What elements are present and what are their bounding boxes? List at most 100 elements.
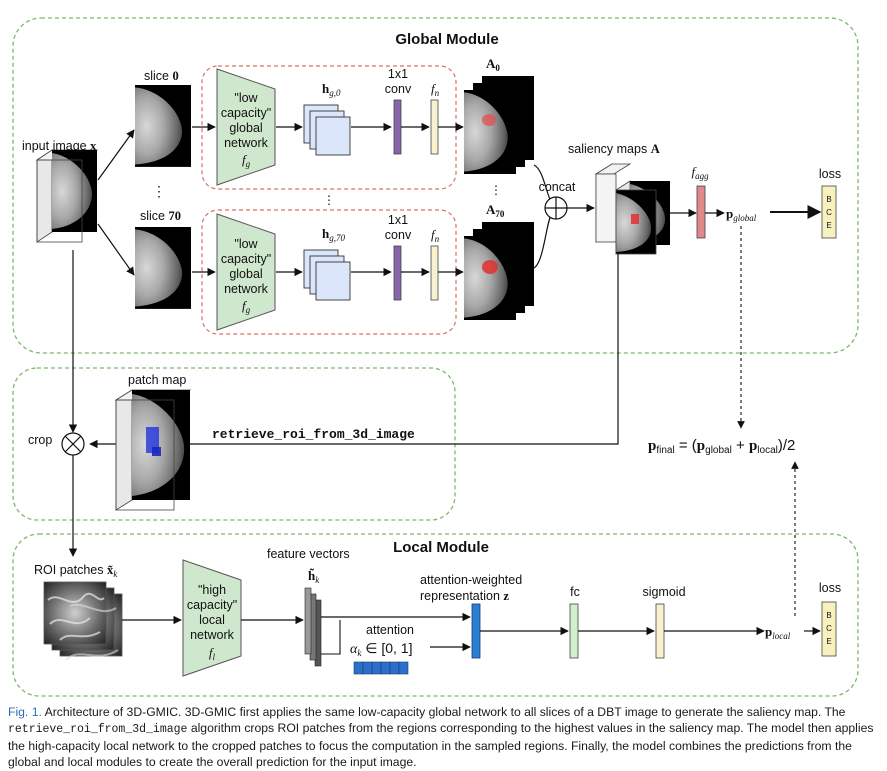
concat-label: concat	[539, 180, 576, 194]
slice70-label: slice 70	[140, 209, 181, 223]
caption-fig-number: Fig. 1.	[8, 705, 42, 719]
alpha-label: αk ∈ [0, 1]	[350, 640, 412, 658]
architecture-diagram: Global Module Local Module input image x…	[12, 17, 859, 697]
saliency-a0	[464, 76, 534, 174]
attention-weights	[353, 661, 409, 675]
concat-symbol	[544, 196, 568, 220]
local-module-title: Local Module	[393, 539, 489, 556]
pglobal-label: pglobal	[726, 206, 757, 223]
crop-symbol	[61, 432, 85, 456]
fn0-block	[430, 99, 439, 155]
z-block	[471, 603, 481, 659]
slice70-image	[135, 227, 191, 309]
svg-text:network: network	[224, 136, 269, 150]
arrow-saliency-crop	[89, 254, 619, 449]
svg-text:global: global	[229, 267, 262, 281]
patch-map-volume	[114, 389, 192, 511]
global-module-frame	[12, 17, 859, 354]
conv0-block	[393, 99, 402, 155]
fc-block	[569, 603, 579, 659]
plocal-label: plocal	[765, 624, 791, 641]
svg-text:"low: "low	[234, 91, 258, 105]
caption-text-2: algorithm crops ROI patches from the reg…	[8, 721, 874, 769]
svg-text:C: C	[826, 624, 832, 633]
conv0-label-bot: conv	[385, 82, 412, 96]
patch-map-label: patch map	[128, 373, 186, 387]
input-volume	[35, 149, 99, 243]
conv0-label-top: 1x1	[388, 67, 408, 81]
conv70-label-top: 1x1	[388, 213, 408, 227]
svg-text:"high: "high	[198, 583, 226, 597]
loss1-label: loss	[819, 167, 841, 181]
caption-text-1: Architecture of 3D-GMIC. 3D-GMIC first a…	[41, 705, 846, 719]
line-a70-concat	[533, 212, 553, 269]
fagg-block	[696, 185, 706, 239]
fc-label: fc	[570, 585, 580, 599]
saliency-stack	[594, 163, 670, 255]
fn70-label: fn	[431, 227, 440, 244]
bce1-block	[821, 185, 837, 239]
hg70-label: hg,70	[322, 226, 345, 243]
global-module-title: Global Module	[395, 31, 498, 48]
slice0-label: slice 0	[144, 69, 179, 83]
svg-text:fg: fg	[242, 298, 251, 315]
retrieve-function-label: retrieve_roi_from_3d_image	[212, 427, 415, 442]
roi-label: ROI patches x̃k	[34, 563, 118, 579]
maps-ellipsis: ⋮	[323, 193, 335, 207]
arrow-input-slice70	[97, 223, 135, 276]
svg-text:network: network	[224, 282, 269, 296]
svg-text:capacity": capacity"	[221, 106, 271, 120]
caption-code: retrieve_roi_from_3d_image	[8, 723, 188, 736]
arrow-input-slice0	[97, 129, 135, 181]
figure-caption: Fig. 1. Architecture of 3D-GMIC. 3D-GMIC…	[8, 704, 878, 770]
svg-text:fl: fl	[209, 645, 216, 662]
feature-maps-70	[303, 249, 351, 301]
conv70-block	[393, 245, 402, 301]
global-network-0: "low capacity" global network fg	[216, 68, 276, 186]
svg-text:capacity": capacity"	[221, 252, 271, 266]
feature-vectors-label: feature vectors	[267, 547, 350, 561]
svg-text:E: E	[826, 221, 831, 230]
slice0-image	[135, 85, 191, 167]
pfinal-equation: pfinal = (pglobal + plocal)/2	[648, 437, 795, 456]
loss2-label: loss	[819, 581, 841, 595]
svg-text:local: local	[199, 613, 225, 627]
svg-text:E: E	[826, 637, 831, 646]
feature-maps-0	[303, 104, 351, 156]
crop-label: crop	[28, 433, 52, 447]
conv70-label-bot: conv	[385, 228, 412, 242]
attention-label: attention	[366, 623, 414, 637]
a70-label: A70	[486, 202, 505, 219]
sigmoid-block	[655, 603, 665, 659]
roi-patches	[43, 581, 123, 661]
fn70-block	[430, 245, 439, 301]
global-network-70: "low capacity" global network fg	[216, 213, 276, 331]
bce2-block	[821, 601, 837, 657]
line-features-attention	[321, 620, 341, 655]
fn0-label: fn	[431, 81, 440, 98]
saliency-a70	[464, 222, 534, 320]
svg-text:C: C	[826, 208, 832, 217]
svg-text:capacity": capacity"	[187, 598, 237, 612]
input-image-label: input image x	[22, 139, 97, 153]
a0-label: A0	[486, 56, 500, 73]
amaps-ellipsis: ⋮	[490, 183, 502, 197]
attn-weighted-label-2: representation z	[420, 589, 509, 603]
hk-label: h̃k	[308, 568, 320, 585]
svg-text:global: global	[229, 121, 262, 135]
svg-text:B: B	[826, 611, 831, 620]
local-module-frame	[12, 533, 859, 697]
feature-vector-stack	[304, 587, 322, 667]
svg-text:B: B	[826, 195, 831, 204]
sigmoid-label: sigmoid	[642, 585, 685, 599]
saliency-label: saliency maps A	[568, 142, 660, 156]
hg0-label: hg,0	[322, 81, 341, 98]
fagg-label: fagg	[691, 164, 709, 181]
svg-text:fg: fg	[242, 152, 251, 169]
slices-ellipsis: ⋮	[152, 183, 166, 199]
local-network: "high capacity" local network fl	[182, 559, 242, 677]
attn-weighted-label-1: attention-weighted	[420, 573, 522, 587]
svg-text:"low: "low	[234, 237, 258, 251]
svg-text:network: network	[190, 628, 235, 642]
